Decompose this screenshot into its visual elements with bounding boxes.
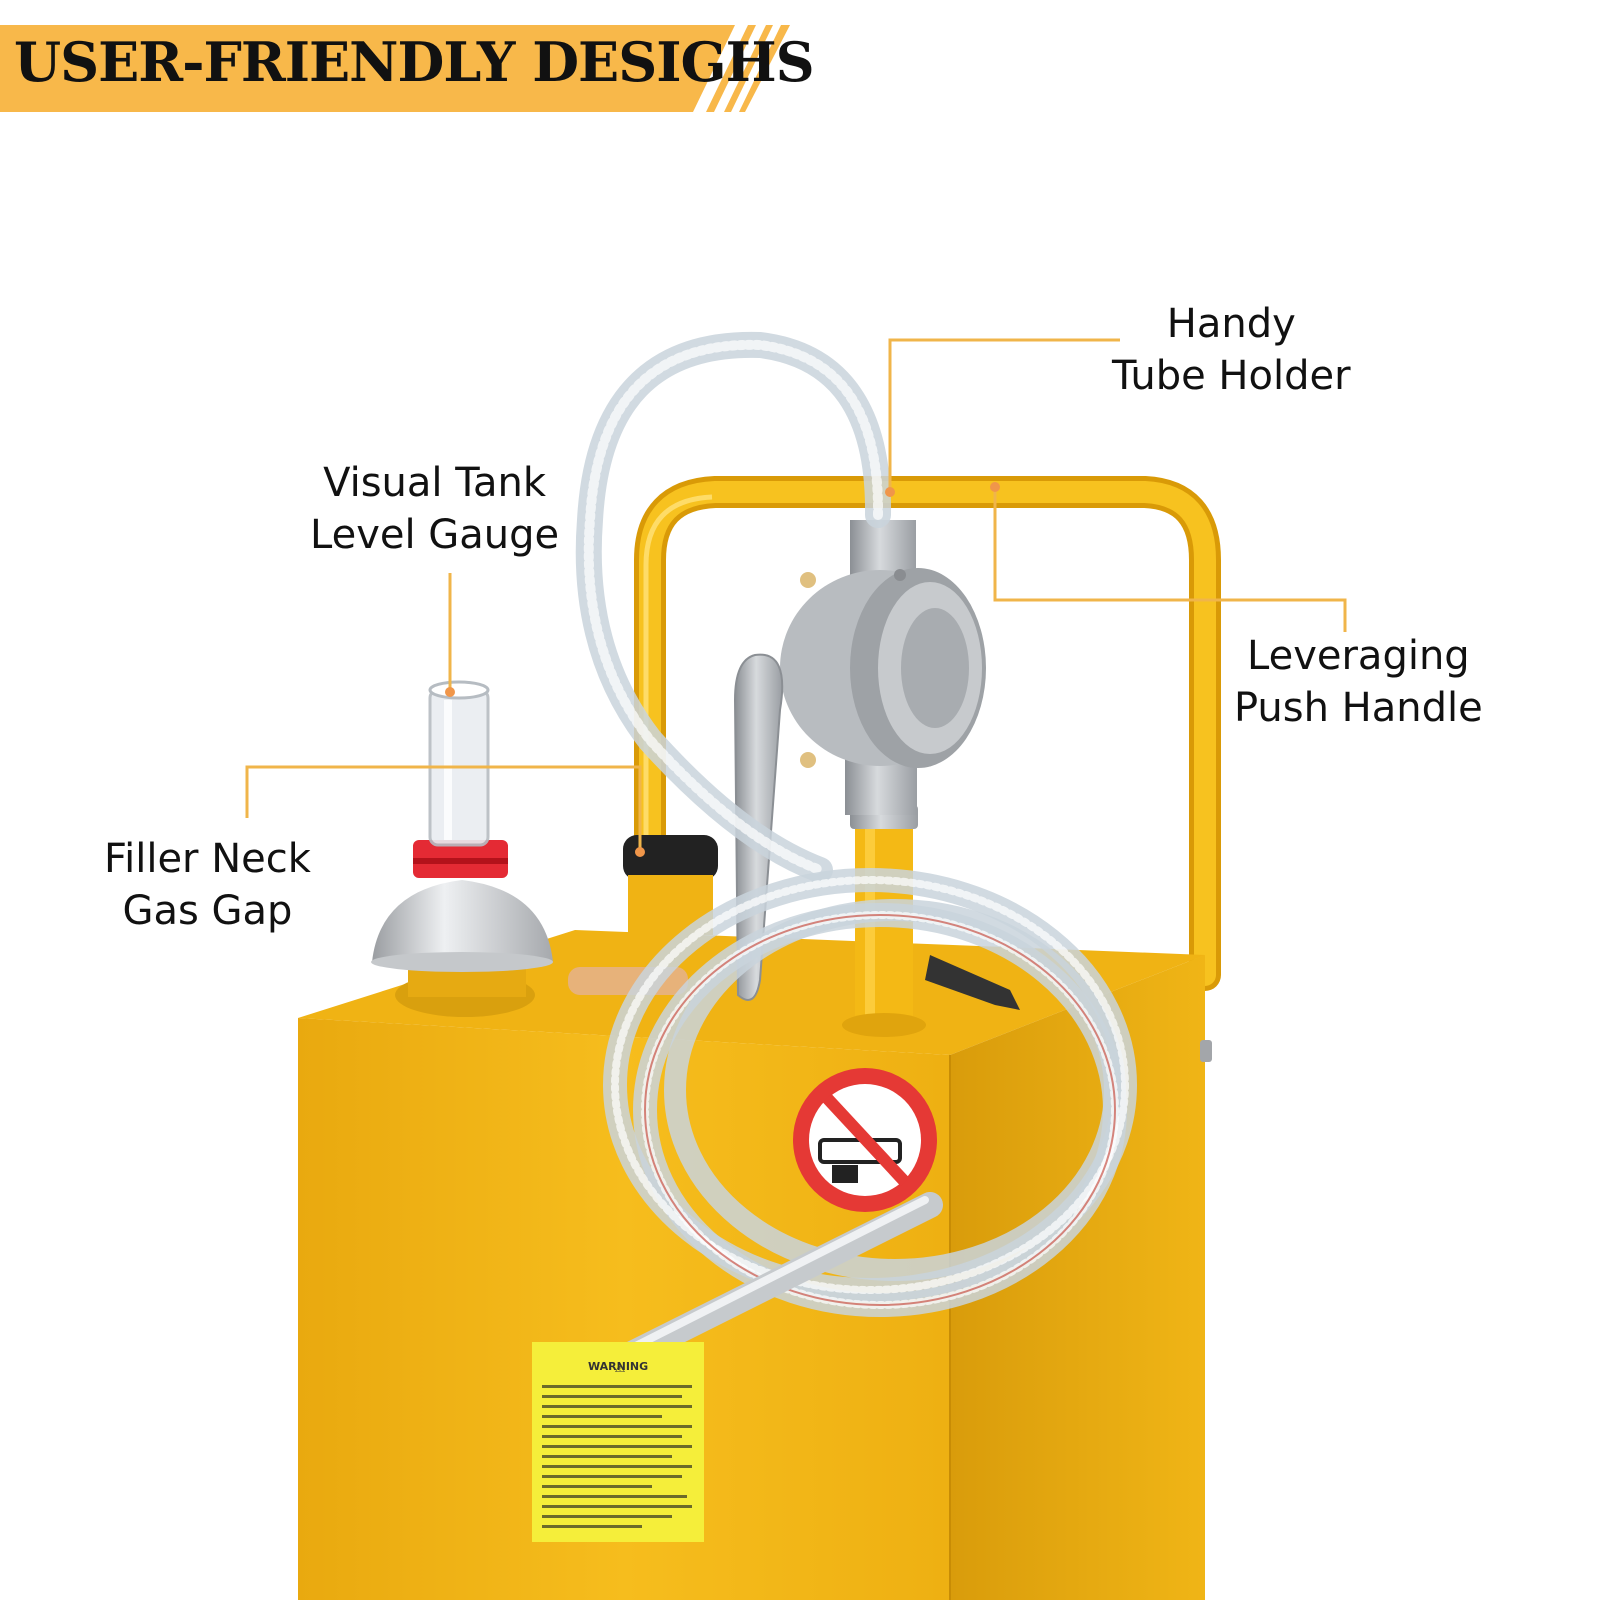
header-banner (0, 25, 790, 112)
callout-push-handle: Leveraging Push Handle (1234, 630, 1483, 734)
tank-side (950, 955, 1205, 1600)
callout-leaders (245, 338, 1347, 850)
callout-level-gauge: Visual Tank Level Gauge (310, 457, 559, 561)
rotary-pump (568, 520, 986, 1001)
filler-neck-cap (372, 880, 553, 962)
callout-line: Level Gauge (310, 512, 560, 558)
callout-line: Leveraging (1247, 633, 1470, 679)
callout-line: Filler Neck (104, 836, 311, 882)
svg-text:⚠: ⚠ (615, 1361, 626, 1375)
callout-line: Push Handle (1234, 685, 1483, 731)
warning-label: ⚠ (532, 1342, 704, 1542)
push-handle-frame (634, 476, 1221, 991)
no-smoking-sign (793, 1068, 937, 1212)
banner-title: USER-FRIENDLY DESIGHS (14, 30, 815, 94)
tank-front (298, 1018, 950, 1600)
warning-label-heading: WARNING (588, 1360, 649, 1373)
callout-line: Visual Tank (323, 460, 547, 506)
callout-line: Handy (1166, 301, 1296, 347)
vent-cap (623, 835, 718, 880)
callout-tube-holder: Handy Tube Holder (1112, 298, 1351, 402)
ground-clamp (925, 955, 1020, 1010)
callout-line: Gas Gap (122, 888, 293, 934)
callout-line: Tube Holder (1112, 353, 1351, 399)
callout-filler-neck: Filler Neck Gas Gap (104, 833, 311, 937)
transfer-hose (575, 331, 1137, 1317)
